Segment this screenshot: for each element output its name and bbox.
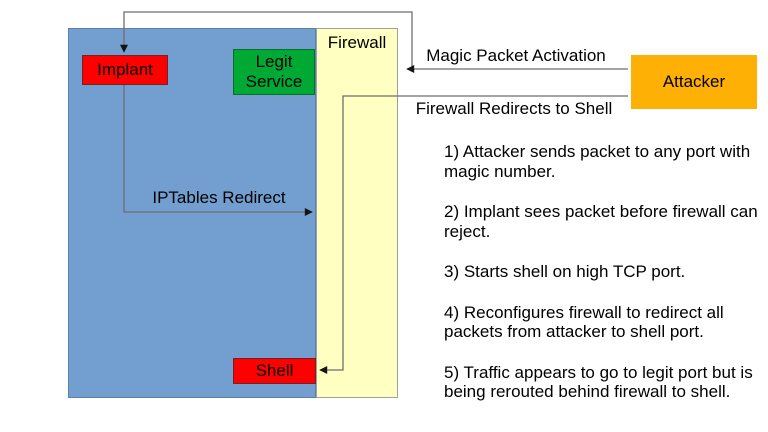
- step-item-4: 4) Reconfigures firewall to redirect all…: [444, 302, 724, 342]
- firewall-label: Firewall: [327, 33, 387, 52]
- step-item-3: 3) Starts shell on high TCP port.: [444, 262, 686, 281]
- iptables-redirect-label: IPTables Redirect: [152, 188, 286, 207]
- shell-box: Shell: [233, 358, 316, 384]
- step-item-1: 1) Attacker sends packet to any port wit…: [444, 142, 751, 181]
- implant-box: Implant: [82, 55, 168, 85]
- attacker-box: Attacker: [631, 55, 757, 109]
- firewall-box: Firewall: [316, 28, 398, 398]
- legit-service-label-line2: Service: [245, 72, 303, 91]
- implant-label: Implant: [97, 60, 153, 79]
- steps-list: 1) Attacker sends packet to any port wit…: [444, 142, 766, 423]
- legit-service-label-line1: Legit: [255, 52, 293, 71]
- shell-label: Shell: [255, 361, 294, 380]
- step-item-2: 2) Implant sees packet before firewall c…: [444, 202, 758, 241]
- firewall-redirect-label: Firewall Redirects to Shell: [415, 99, 613, 118]
- step-item-5: 5) Traffic appears to go to legit port b…: [444, 362, 753, 402]
- magic-packet-label: Magic Packet Activation: [426, 46, 606, 65]
- legit-service-box: Legit Service: [233, 49, 315, 95]
- attacker-label: Attacker: [662, 72, 726, 91]
